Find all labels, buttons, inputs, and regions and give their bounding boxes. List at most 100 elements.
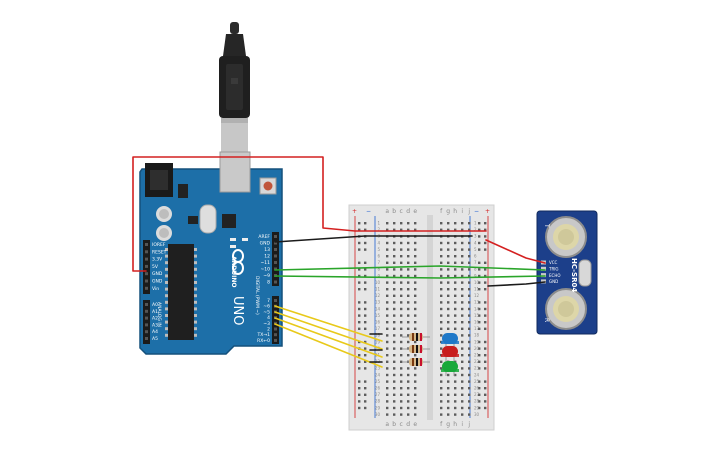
row-number: 13 xyxy=(474,300,480,305)
pin-label: GND xyxy=(152,271,163,277)
row-number: 21 xyxy=(474,353,480,358)
digital-header-bottom xyxy=(272,296,279,344)
row-number: 26 xyxy=(474,386,480,391)
row-number: 22 xyxy=(474,359,480,364)
row-number: 4 xyxy=(377,240,380,245)
pin-label: 7 xyxy=(267,298,270,304)
row-number: 14 xyxy=(375,306,381,311)
brand-label: ARDUINO xyxy=(230,256,237,287)
pin-label: 2 xyxy=(267,327,270,333)
row-number: 28 xyxy=(375,399,381,404)
pin-label: A5 xyxy=(152,336,158,342)
pin-label: ~9 xyxy=(263,273,270,279)
row-number: 25 xyxy=(474,379,480,384)
sensor-pin-label: ECHO xyxy=(549,273,560,278)
column-letter: d xyxy=(406,208,410,215)
row-number: 7 xyxy=(377,260,380,265)
pin-label: GND xyxy=(260,241,271,247)
column-letter: d xyxy=(406,421,410,428)
column-letter: g xyxy=(446,208,450,215)
wire-led1-yellow xyxy=(274,305,383,342)
row-number: 9 xyxy=(377,273,380,278)
column-letter: e xyxy=(413,208,417,215)
row-number: 24 xyxy=(474,372,480,377)
row-number: 10 xyxy=(474,280,480,285)
row-number: 23 xyxy=(375,366,381,371)
row-number: 26 xyxy=(375,386,381,391)
pin-label: GND xyxy=(152,279,163,285)
digital-header-label: DIGITAL (PWM ~) xyxy=(254,276,260,315)
pin-label: Vin xyxy=(152,286,159,292)
pin-label: 8 xyxy=(267,280,270,286)
column-letter: c xyxy=(400,421,403,428)
resistor xyxy=(402,358,430,366)
column-letter: b xyxy=(392,421,396,428)
pin-label: AREF xyxy=(258,234,270,240)
pin-label: 5V xyxy=(152,264,159,270)
usb-port xyxy=(219,151,251,193)
row-number: 30 xyxy=(375,412,381,417)
row-number: 19 xyxy=(375,339,381,344)
pin-label: 13 xyxy=(264,247,270,253)
wire-sensor-gnd-black xyxy=(487,281,546,287)
wire-trig-green xyxy=(274,265,546,271)
led-green xyxy=(441,361,459,376)
rail-plus-label: + xyxy=(352,208,357,215)
row-number: 19 xyxy=(474,339,480,344)
row-number: 17 xyxy=(474,326,480,331)
row-number: 20 xyxy=(474,346,480,351)
pin-label: ~6 xyxy=(263,304,270,310)
column-letter: f xyxy=(440,208,443,215)
row-number: 8 xyxy=(377,267,380,272)
row-number: 30 xyxy=(474,412,480,417)
led-red xyxy=(441,346,459,361)
row-number: 3 xyxy=(474,234,477,239)
arduino-uno-board: ARDUINO UNO DIGITAL (PWM ~) ANALOG IN AR… xyxy=(139,151,283,355)
row-number: 2 xyxy=(474,227,477,232)
column-letter: j xyxy=(467,421,470,428)
row-number: 5 xyxy=(377,247,380,252)
pin-label: RESET xyxy=(152,249,167,255)
pin-label: ~5 xyxy=(263,309,270,315)
pin-label: ~11 xyxy=(261,260,271,266)
row-number: 24 xyxy=(375,372,381,377)
row-number: 1 xyxy=(474,221,477,226)
sensor-pin-label: GND xyxy=(549,279,558,284)
wires xyxy=(132,156,546,368)
column-letter: b xyxy=(392,208,396,215)
wire-5v-red xyxy=(132,156,487,272)
row-number: 27 xyxy=(474,392,480,397)
sensor-model-label: HC-SR04 xyxy=(570,258,578,292)
column-letter: g xyxy=(446,421,450,428)
row-number: 17 xyxy=(375,326,381,331)
column-letter: a xyxy=(385,208,389,215)
wire-echo-green xyxy=(274,275,546,279)
row-number: 15 xyxy=(474,313,480,318)
row-number: 10 xyxy=(375,280,381,285)
row-number: 15 xyxy=(375,313,381,318)
rail-minus-label-right: − xyxy=(474,208,479,215)
row-number: 16 xyxy=(375,320,381,325)
resistors xyxy=(402,333,430,366)
pin-label: A2 xyxy=(152,316,158,322)
usb-cable xyxy=(219,22,250,152)
resistor xyxy=(402,333,430,341)
resistor xyxy=(402,345,430,353)
row-number: 9 xyxy=(474,273,477,278)
column-letter: h xyxy=(453,421,457,428)
sensor-r-label: R xyxy=(543,318,550,322)
analog-header xyxy=(143,300,150,344)
row-number: 8 xyxy=(474,267,477,272)
column-letter: e xyxy=(413,421,417,428)
row-number: 20 xyxy=(375,346,381,351)
sensor-pin xyxy=(541,273,546,278)
row-number: 12 xyxy=(375,293,381,298)
rail-minus-label: − xyxy=(366,208,371,215)
wire-vcc-red xyxy=(485,239,546,264)
wire-led2-yellow xyxy=(274,311,383,350)
row-number: 13 xyxy=(375,300,381,305)
model-label: UNO xyxy=(230,296,245,325)
digital-header-top xyxy=(272,232,279,286)
